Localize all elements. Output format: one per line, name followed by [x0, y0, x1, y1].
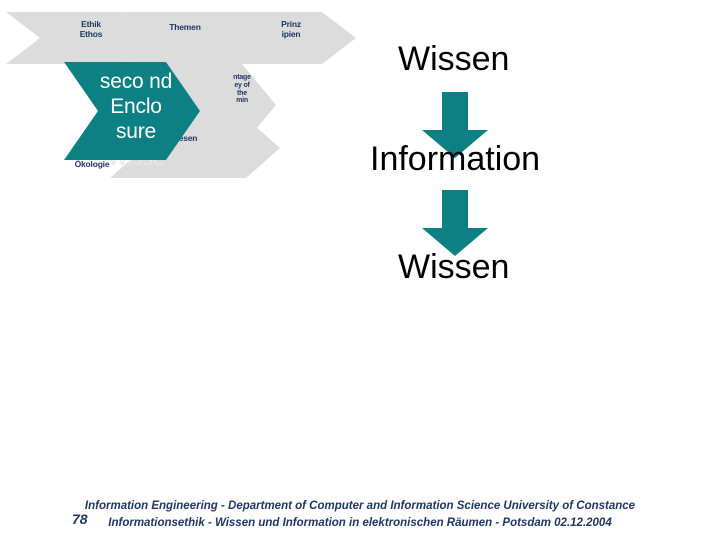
down-arrow-icon-2 — [422, 190, 488, 256]
footer-line-1: Information Engineering - Department of … — [84, 500, 636, 512]
down-arrow-icon-1 — [422, 92, 488, 158]
chevron-oekologie-label: Ökologie — [74, 159, 110, 169]
arrow-shaft — [442, 190, 468, 230]
chevron-second-enclosure-label: seco nd Enclo sure — [99, 70, 173, 143]
slide-number: 78 — [72, 511, 88, 527]
footer-line-2: Informationsethik - Wissen und Informati… — [108, 516, 612, 529]
flow-label-wissen-top: Wissen — [398, 40, 510, 78]
flow-label-wissen-bottom: Wissen — [398, 248, 510, 286]
flow-label-information: Information — [370, 140, 541, 178]
chevron-thesen-label: Thesen — [168, 133, 198, 143]
slide-footer: Information Engineering - Department of … — [0, 498, 720, 531]
arrow-shaft — [442, 92, 468, 132]
chevron-themen-label: Themen — [169, 22, 201, 32]
